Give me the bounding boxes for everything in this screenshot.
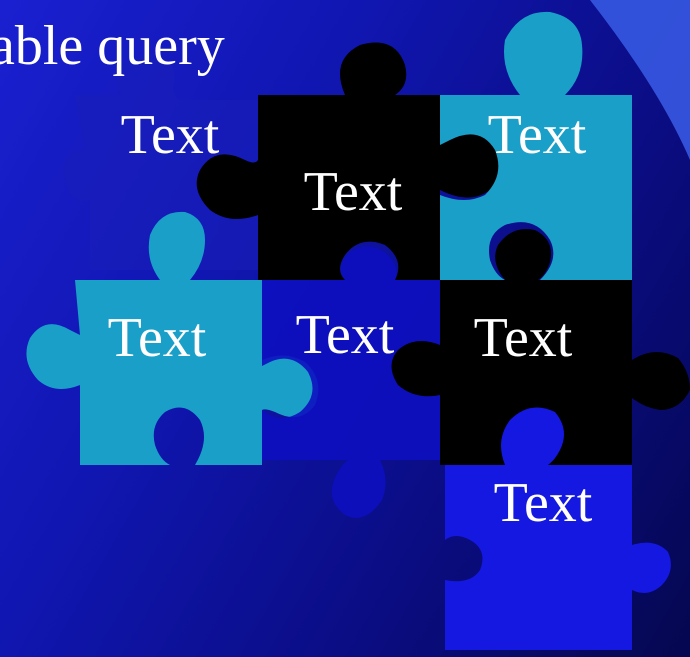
puzzle-label-middle-center: Text [295,304,395,366]
puzzle-piece-bottom-right-blue [445,465,671,650]
puzzle-label-middle-left: Text [107,307,207,369]
puzzle-tab-bottom-right [501,407,564,465]
puzzle-label-top-middle: Text [303,161,403,223]
puzzle-piece-top-right-cyan [440,11,632,280]
puzzle-label-top-left: Text [120,104,220,166]
puzzle-piece-middle-right-black [391,229,690,465]
puzzle-label-top-right: Text [487,104,587,166]
slide-title: able query [0,15,225,77]
puzzle-label-middle-right: Text [473,307,573,369]
puzzle-piece-middle-center-blue [262,246,440,518]
puzzle-label-bottom-right: Text [493,472,593,534]
puzzle-piece-middle-left-cyan [26,211,319,465]
puzzle-piece-top-middle-black [196,42,500,280]
corner-accent-shape [590,0,690,160]
puzzle-piece-top-left-ghost [64,54,266,271]
